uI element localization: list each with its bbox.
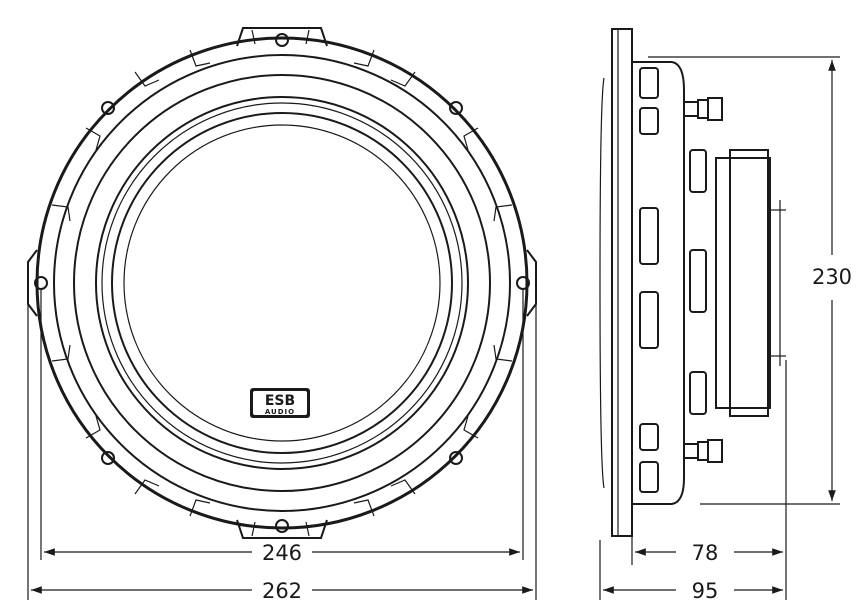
flange-slots (51, 49, 513, 517)
mounting-hole-top-right (449, 101, 463, 115)
side-flange-plate (611, 28, 633, 537)
mounting-hole-top (275, 33, 289, 47)
side-basket (632, 61, 685, 505)
side-backplate (729, 149, 769, 417)
dimension-outer-diameter: 262 (262, 579, 302, 603)
side-view (599, 28, 786, 537)
dimension-height: 230 (812, 265, 852, 289)
mounting-hole-left (34, 276, 48, 290)
logo-text-sub: AUDIO (265, 408, 295, 416)
dimension-motor-depth: 78 (692, 541, 719, 565)
side-magnet (715, 157, 771, 409)
mounting-hole-bottom (275, 519, 289, 533)
terminal-top (683, 97, 723, 121)
logo-text-brand: ESB (265, 393, 295, 409)
side-dimensions: 230 78 95 (599, 56, 852, 603)
mounting-hole-top-left (101, 101, 115, 115)
basket-ring (73, 74, 491, 492)
front-view: ESB AUDIO (27, 27, 537, 539)
cone-outer (111, 112, 453, 454)
front-dimensions: 246 262 (27, 280, 537, 603)
dimension-inner-diameter: 246 (262, 541, 302, 565)
surround-mid (101, 102, 463, 464)
mounting-hole-right (516, 276, 530, 290)
outer-flange (35, 36, 529, 530)
side-windows (639, 67, 707, 493)
dimension-total-depth: 95 (692, 579, 719, 603)
cone-inner (123, 124, 441, 442)
mounting-lug-bottom (236, 519, 328, 539)
surround-outer (95, 96, 469, 470)
esb-audio-logo: ESB AUDIO (250, 388, 310, 418)
flange-inner-edge (53, 54, 511, 512)
terminal-bottom (683, 439, 723, 463)
mounting-hole-bottom-right (449, 451, 463, 465)
mounting-lug-top (236, 27, 328, 47)
mounting-hole-bottom-left (101, 451, 115, 465)
